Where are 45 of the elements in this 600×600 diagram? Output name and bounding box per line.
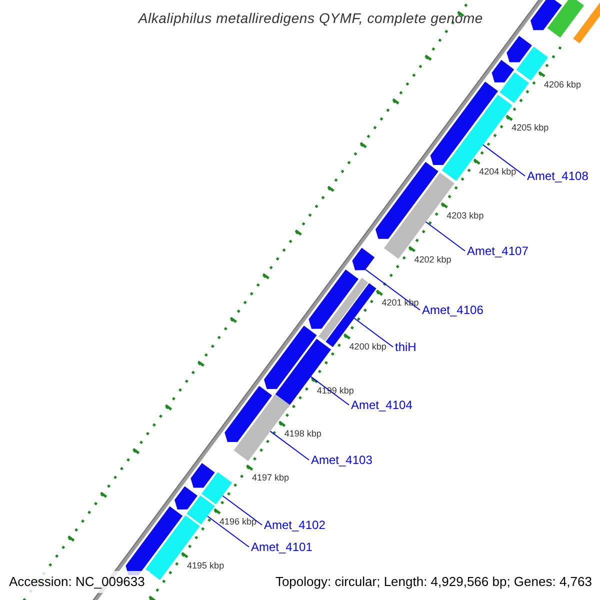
- leader-line: [222, 495, 262, 526]
- gene-segment: [530, 0, 562, 30]
- scale-label: 4202 kbp: [414, 254, 452, 265]
- leader-line: [354, 318, 394, 348]
- scale-label: 4198 kbp: [284, 428, 322, 440]
- leader-line: [365, 269, 420, 310]
- gene-segment: [352, 248, 375, 270]
- gene-label: Amet_4102: [264, 518, 326, 532]
- gene-label: thiH: [395, 340, 416, 354]
- gene-label: Amet_4101: [251, 540, 312, 554]
- gene-bar: [516, 46, 548, 81]
- gene-segment: [492, 60, 514, 82]
- gene-label: Amet_4103: [311, 453, 372, 467]
- genome-info: Topology: circular; Length: 4,929,566 bp; Genes: 4,763: [275, 573, 592, 591]
- gene-segment: [375, 162, 438, 239]
- gene-label: Amet_4107: [467, 244, 528, 258]
- gene-bar: [186, 495, 215, 525]
- scale-label: 4204 kbp: [479, 166, 516, 178]
- gene-bar: [500, 72, 529, 104]
- leader-line: [425, 221, 466, 252]
- gene-segment: [174, 486, 198, 510]
- scale-label: 4203 kbp: [446, 210, 484, 222]
- gene-label: Amet_4104: [351, 398, 412, 412]
- gene-bar: [318, 278, 368, 342]
- leader-line: [206, 516, 250, 548]
- gene-label: Amet_4108: [527, 169, 588, 183]
- gene-segment: [264, 326, 317, 390]
- scale-label: 4197 kbp: [252, 472, 289, 484]
- gene-segment: [506, 36, 532, 62]
- scale-label: 4205 kbp: [512, 122, 549, 134]
- gene-segment: [430, 82, 498, 166]
- gene-segment: [308, 269, 358, 329]
- scale-label: 4195 kbp: [187, 560, 224, 572]
- scale-label: 4196 kbp: [220, 516, 257, 528]
- gene-bar: [573, 0, 600, 44]
- gene-segment: [190, 462, 215, 488]
- gene-segment: [224, 386, 272, 442]
- title: Alkaliphilus metalliredigens QYMF, complete genome: [138, 9, 483, 27]
- scale-label: 4206 kbp: [544, 79, 582, 90]
- leader-line: [482, 144, 526, 176]
- scale-label: 4200 kbp: [349, 341, 386, 352]
- leader-line: [270, 430, 310, 460]
- gene-bar: [547, 0, 584, 38]
- gene-label: Amet_4106: [422, 303, 484, 317]
- gene-bar: [202, 472, 232, 504]
